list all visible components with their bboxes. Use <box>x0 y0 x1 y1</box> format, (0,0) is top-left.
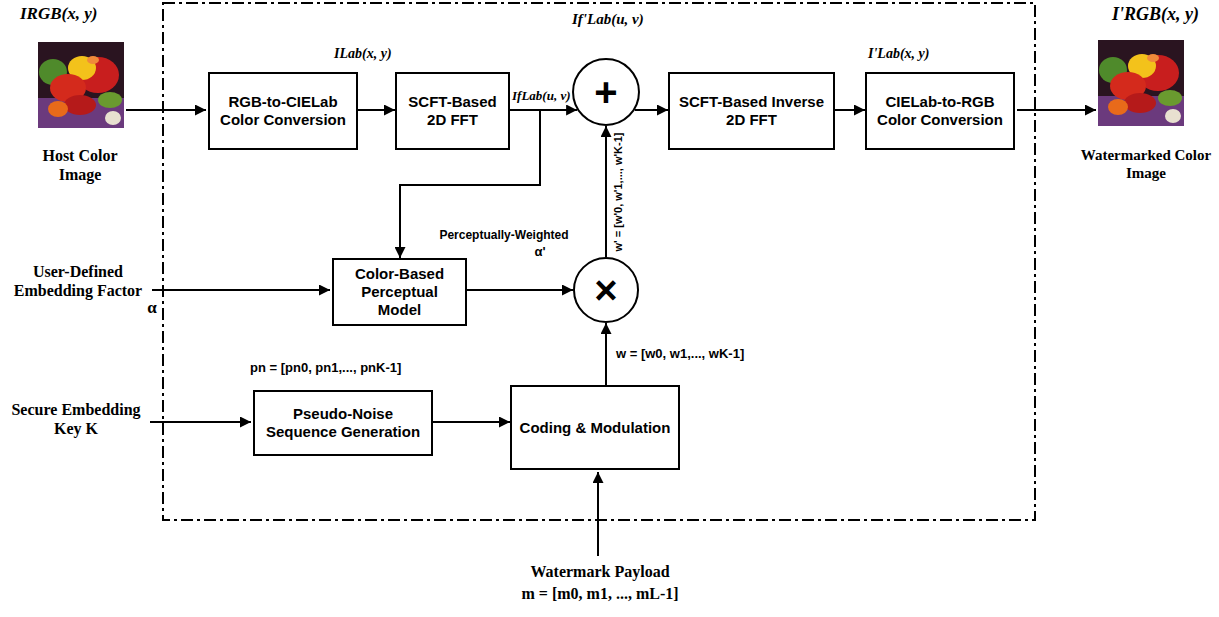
caption-label: w = [w0, w1,..., wK-1] <box>616 346 744 362</box>
flow-arrow <box>835 109 865 111</box>
label-slot: w' = [w'0, w'1,..., w'K-1] <box>611 127 625 257</box>
caption-label: pn = [pn0, pn1,..., pnK-1] <box>250 360 401 376</box>
label-slot: α <box>142 298 162 318</box>
box-label: RGB-to-CIELab Color Conversion <box>210 93 356 129</box>
signal-label: I'Lab(x, y) <box>868 46 929 63</box>
process-box: RGB-to-CIELab Color Conversion <box>208 72 358 150</box>
signal-label: IRGB(x, y) <box>20 4 97 24</box>
box-label: Pseudo-Noise Sequence Generation <box>255 405 431 441</box>
box-label: × <box>594 270 617 310</box>
label-slot: Perceptually-Weighted <box>426 228 582 242</box>
label-slot: α' <box>520 244 560 260</box>
factor-arrow <box>152 289 330 291</box>
operator-circle: × <box>573 257 639 323</box>
process-box: CIELab-to-RGB Color Conversion <box>865 72 1015 150</box>
caption-label: Watermark Payload <box>500 562 700 581</box>
flow-arrow <box>358 109 395 111</box>
operator-outline <box>573 59 639 125</box>
operator-circle: + <box>572 58 640 126</box>
label-slot: pn = [pn0, pn1,..., pnK-1] <box>250 360 401 376</box>
process-box: Color-Based Perceptual Model <box>332 258 467 326</box>
process-box: SCFT-Based Inverse 2D FFT <box>668 72 835 150</box>
key-arrow <box>150 421 251 423</box>
signal-label: I'RGB(x, y) <box>1112 4 1199 26</box>
flow-arrow <box>433 421 510 423</box>
signal-label: If'Lab(u, v) <box>572 10 644 28</box>
signal-label: IfLab(u, v) <box>512 88 571 104</box>
box-label: Coding & Modulation <box>514 419 677 437</box>
box-label: SCFT-Based 2D FFT <box>397 93 508 129</box>
box-label: SCFT-Based Inverse 2D FFT <box>670 93 833 129</box>
host-image <box>38 42 124 128</box>
label-slot: I'Lab(x, y) <box>868 46 929 63</box>
label-slot: m = [m0, m1, ..., mL-1] <box>480 584 720 603</box>
flow-arrow <box>605 126 607 257</box>
box-label: CIELab-to-RGB Color Conversion <box>867 93 1013 129</box>
output-arrow <box>1017 109 1096 111</box>
flow-arrow <box>467 289 573 291</box>
label-slot: If'Lab(u, v) <box>572 10 644 28</box>
label-slot: I'RGB(x, y) <box>1112 4 1199 26</box>
caption-label: α' <box>520 244 560 260</box>
label-slot: IfLab(u, v) <box>512 88 571 104</box>
label-slot: Host Color Image <box>35 146 125 184</box>
label-slot: Watermarked Color Image <box>1078 146 1214 182</box>
box-label: + <box>594 72 617 112</box>
system-boundary <box>163 3 1035 520</box>
operator-outline <box>574 258 638 322</box>
caption-label: Host Color Image <box>35 146 125 184</box>
label-slot: Watermark Payload <box>500 562 700 581</box>
label-slot: Secure Embedding Key K <box>6 400 146 438</box>
caption-label: α <box>142 298 162 318</box>
payload-arrow <box>597 472 599 556</box>
caption-label: Secure Embedding Key K <box>6 400 146 438</box>
box-label: Color-Based Perceptual Model <box>334 265 465 319</box>
caption-label: w' = [w'0, w'1,..., w'K-1] <box>611 127 625 257</box>
flow-arrow <box>635 109 668 111</box>
caption-label: Watermarked Color Image <box>1078 146 1214 182</box>
signal-label: ILab(x, y) <box>334 46 392 63</box>
process-box: SCFT-Based 2D FFT <box>395 72 510 150</box>
caption-label: Perceptually-Weighted <box>426 228 582 242</box>
label-slot: w = [w0, w1,..., wK-1] <box>616 346 744 362</box>
process-box: Coding & Modulation <box>510 385 680 470</box>
watermarked-image <box>1098 40 1184 126</box>
caption-label: User-Defined Embedding Factor <box>8 262 148 300</box>
caption-label: m = [m0, m1, ..., mL-1] <box>480 584 720 603</box>
label-slot: ILab(x, y) <box>334 46 392 63</box>
input-arrow <box>126 109 206 111</box>
flow-arrow <box>605 323 607 385</box>
process-box: Pseudo-Noise Sequence Generation <box>253 390 433 456</box>
label-slot: IRGB(x, y) <box>20 4 97 24</box>
label-slot: User-Defined Embedding Factor <box>8 262 148 300</box>
